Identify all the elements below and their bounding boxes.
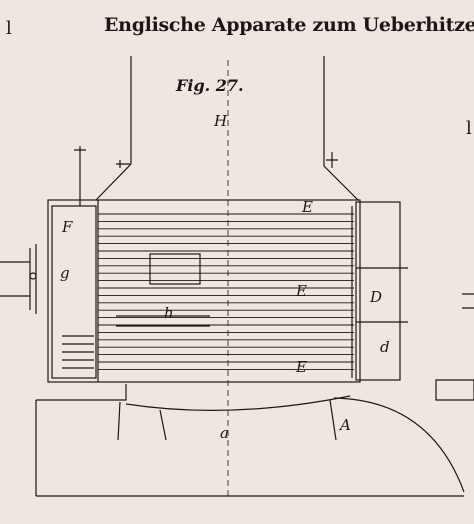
left-header-coils [62,335,94,369]
plate-heading: Englische Apparate zum Ueberhitzen [104,14,474,36]
left-edge-glyph: l [6,18,12,39]
casing [47,199,361,383]
label-E-mid: E [296,282,307,300]
label-g: g [60,264,70,282]
label-E-top: E [302,198,313,216]
label-h: h [164,304,174,322]
firebox-lines [117,399,337,441]
right-edge-glyph: l [466,118,472,139]
figure-caption: Fig. 27. [176,76,244,95]
label-H: H [214,112,228,130]
label-A: A [340,416,351,434]
label-d: d [380,338,390,356]
base-left [35,384,127,496]
label-D: D [370,288,383,306]
inner-pipe [116,315,210,327]
inner-block [149,253,201,285]
left-flange [0,244,37,314]
left-bolt [29,272,37,280]
right-header [355,201,401,381]
stack-outline [95,56,359,201]
right-valve [326,152,338,168]
right-fragment [435,293,474,401]
top-rod [74,146,86,206]
base-curve [125,395,351,411]
superheater-tube-bank [98,213,354,370]
label-a: a [220,424,229,442]
label-E-bottom: E [296,358,307,376]
right-bolts [356,267,408,323]
label-F: F [62,218,73,236]
firebox-arch [333,397,465,493]
left-header [51,205,97,379]
left-valve [116,160,130,168]
